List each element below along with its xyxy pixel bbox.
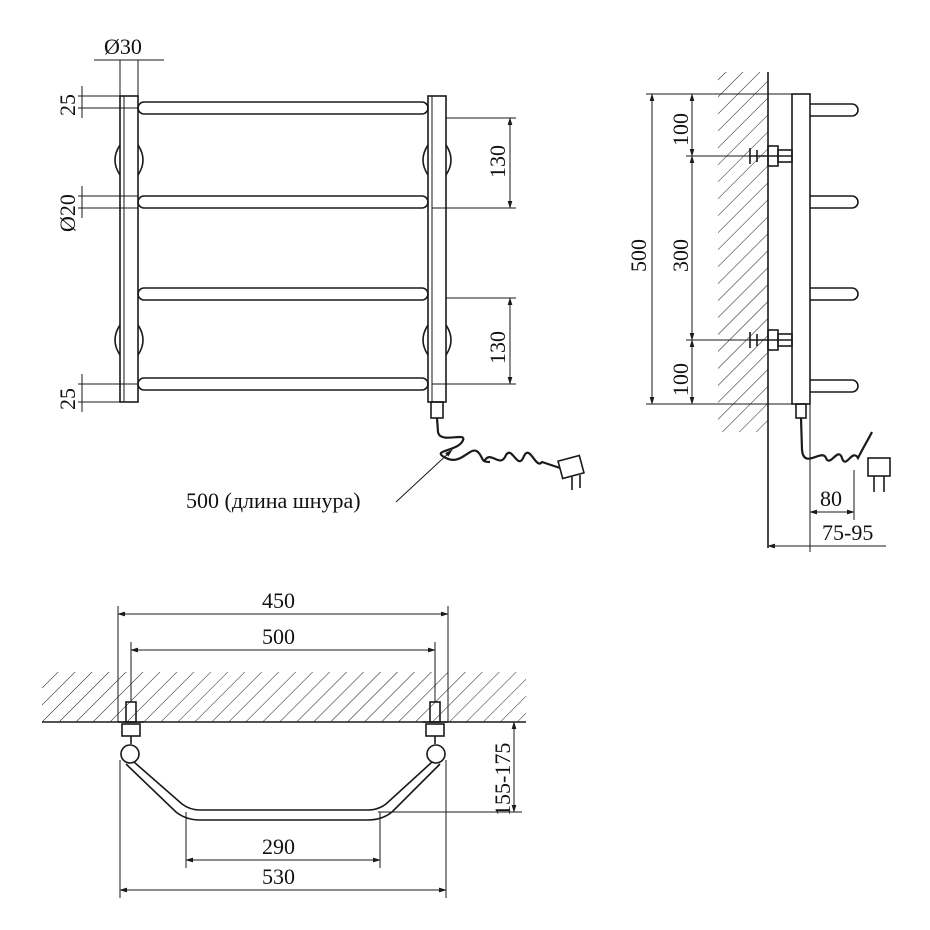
side-power-connector (795, 403, 807, 419)
power-cord-coil (482, 451, 561, 470)
wall-bracket-bottom (749, 329, 793, 351)
mount-bump-left-top (114, 144, 121, 176)
pipe-diameter-label: Ø30 (104, 34, 142, 59)
spacing-bottom-label: 130 (485, 331, 510, 364)
bar-stub-2 (810, 195, 859, 209)
bar-stub-1 (810, 103, 859, 117)
side-post (791, 93, 811, 405)
left-post (119, 95, 139, 403)
power-connector (430, 401, 444, 419)
bar-stub-4 (810, 379, 859, 393)
bar-1 (137, 101, 429, 115)
side-power-plug (867, 457, 891, 477)
mount-bump-right-bottom (422, 324, 429, 356)
bar-3 (137, 287, 429, 301)
bar-diameter-label: Ø20 (55, 194, 80, 232)
mount-bump-right-top (422, 144, 429, 176)
bar-4 (137, 377, 429, 391)
bars (137, 101, 429, 391)
total-height-label: 500 (626, 239, 651, 272)
bottom-width-label: 290 (262, 834, 295, 859)
bar-stub-3 (810, 287, 859, 301)
outer-span-label: 450 (262, 588, 295, 613)
wall-distance-label: 75-95 (822, 520, 873, 545)
bottom-offset-label: 25 (55, 388, 80, 410)
lower-offset-label: 100 (668, 363, 693, 396)
top-view: 450 500 155-175 290 530 (42, 588, 526, 898)
spacing-top-label: 130 (485, 145, 510, 178)
top-post-left (120, 744, 140, 764)
power-plug (557, 454, 585, 480)
mount-span-label: 500 (262, 624, 295, 649)
upper-offset-label: 100 (668, 113, 693, 146)
depth-label: 155-175 (490, 743, 515, 816)
plug-offset-label: 80 (820, 486, 842, 511)
mount-spacing-label: 300 (668, 239, 693, 272)
total-width-label: 530 (262, 864, 295, 889)
mount-bump-left-bottom (114, 324, 121, 356)
top-offset-label: 25 (55, 94, 80, 116)
curved-bar (133, 761, 433, 811)
side-view: 500 100 300 100 80 75-95 (626, 72, 891, 552)
top-wall-hatch (42, 672, 526, 722)
top-post-right (426, 744, 446, 764)
right-post (427, 95, 447, 403)
wall-bracket-top (749, 145, 793, 167)
bar-2 (137, 195, 429, 209)
side-power-cord (799, 417, 873, 463)
front-view: Ø30 25 Ø20 25 130 130 500 (длина шнура) (55, 34, 585, 513)
power-cord (435, 417, 491, 464)
cord-length-note: 500 (длина шнура) (186, 488, 361, 513)
wall-hatch (718, 72, 768, 432)
